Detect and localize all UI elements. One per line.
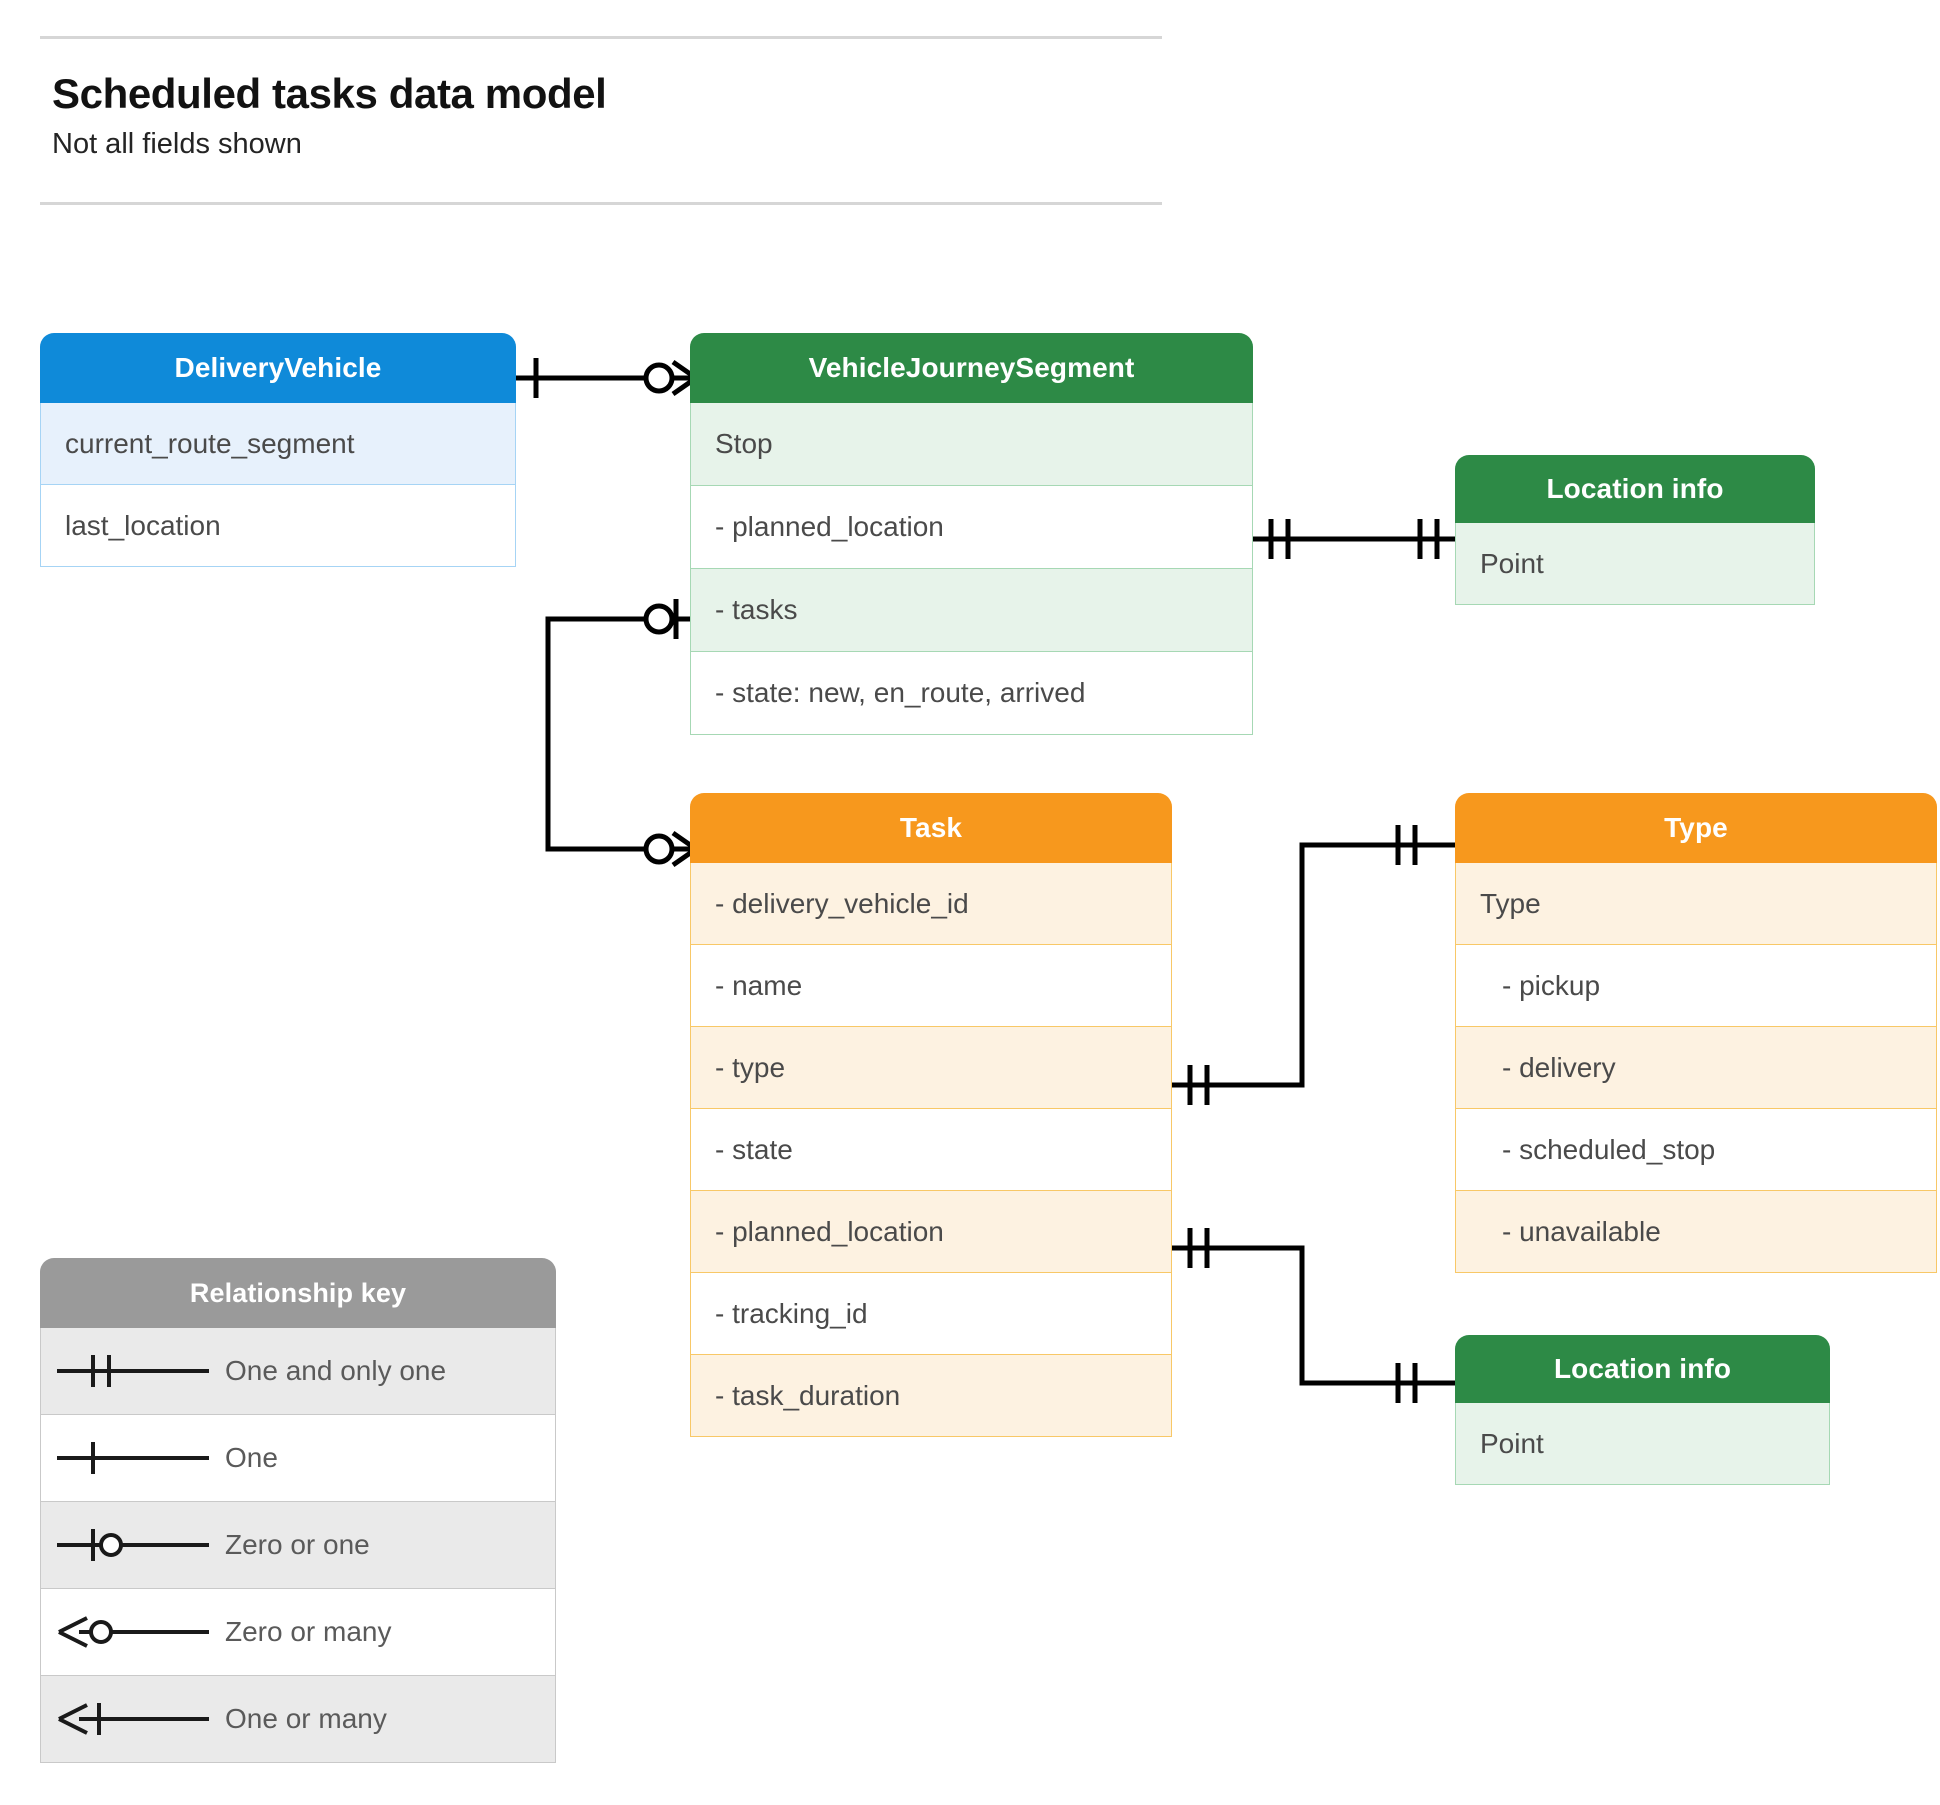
legend-item-one-and-only-one: One and only one [40,1328,556,1415]
entity-location-info-top[interactable]: Location info Point [1455,455,1815,605]
field-state[interactable]: - state: new, en_route, arrived [690,652,1253,735]
field-stop[interactable]: Stop [690,403,1253,486]
entity-task[interactable]: Task - delivery_vehicle_id - name - type… [690,793,1172,1437]
ticks-one-only-one-vjs-side [1268,519,1291,559]
entity-vehicle-journey-segment[interactable]: VehicleJourneySegment Stop - planned_loc… [690,333,1253,735]
field-type-pickup[interactable]: - pickup [1455,945,1937,1027]
entity-title-task: Task [690,793,1172,863]
field-type-value[interactable]: Type [1455,863,1937,945]
ticks-one-only-one-type [1395,825,1418,865]
legend-label-one-or-many: One or many [225,1703,387,1734]
field-delivery-vehicle-id[interactable]: - delivery_vehicle_id [690,863,1172,945]
one-or-many-icon [41,1697,225,1741]
wire-tasktype-type [1172,842,1455,1088]
ticks-one-only-one-tasktype [1187,1065,1210,1105]
field-type-scheduled-stop[interactable]: - scheduled_stop [1455,1109,1937,1191]
wire-tasks-task [545,616,690,852]
legend-title: Relationship key [40,1258,556,1328]
entity-title-location-info-top: Location info [1455,455,1815,523]
relationship-key-legend: Relationship key One and only one [40,1258,556,1763]
circle-zero-tasks [643,603,675,635]
page-title: Scheduled tasks data model [52,70,607,117]
legend-item-one: One [40,1415,556,1502]
field-planned-location-task[interactable]: - planned_location [690,1191,1172,1273]
legend-label-zero-or-one: Zero or one [225,1529,370,1560]
header-rule-top [40,36,1162,39]
entity-delivery-vehicle[interactable]: DeliveryVehicle current_route_segment la… [40,333,516,567]
header-rule-bottom [40,202,1162,205]
field-point-top[interactable]: Point [1455,523,1815,605]
entity-title-location-info-bottom: Location info [1455,1335,1830,1403]
ticks-one-only-one-locinfo-side [1417,519,1440,559]
zero-or-one-icon [41,1523,225,1567]
legend-label-one-and-only-one: One and only one [225,1355,447,1386]
field-current-route-segment[interactable]: current_route_segment [40,403,516,485]
circle-zero-vjs [643,362,675,394]
entity-title-type: Type [1455,793,1937,863]
entity-type[interactable]: Type Type - pickup - delivery - schedule… [1455,793,1937,1273]
legend-item-zero-or-one: Zero or one [40,1502,556,1589]
field-planned-location[interactable]: - planned_location [690,486,1253,569]
field-type-delivery[interactable]: - delivery [1455,1027,1937,1109]
ticks-one-only-one-locinfo2 [1395,1363,1418,1403]
one-icon [41,1436,225,1480]
zero-or-many-icon [41,1610,225,1654]
field-task-duration[interactable]: - task_duration [690,1355,1172,1437]
ticks-one-only-one-taskloc [1187,1228,1210,1268]
entity-location-info-bottom[interactable]: Location info Point [1455,1335,1830,1485]
legend-item-zero-or-many: Zero or many [40,1589,556,1676]
field-tracking-id[interactable]: - tracking_id [690,1273,1172,1355]
field-type-unavailable[interactable]: - unavailable [1455,1191,1937,1273]
circle-zero-task [643,833,675,865]
field-tasks[interactable]: - tasks [690,569,1253,652]
field-point-bottom[interactable]: Point [1455,1403,1830,1485]
legend-label-one: One [225,1442,278,1473]
one-and-only-one-icon [41,1349,225,1393]
field-last-location[interactable]: last_location [40,485,516,567]
entity-title-vehicle-journey-segment: VehicleJourneySegment [690,333,1253,403]
field-type[interactable]: - type [690,1027,1172,1109]
field-name[interactable]: - name [690,945,1172,1027]
field-state-task[interactable]: - state [690,1109,1172,1191]
page-subtitle: Not all fields shown [52,128,302,160]
entity-title-delivery-vehicle: DeliveryVehicle [40,333,516,403]
legend-item-one-or-many: One or many [40,1676,556,1763]
legend-label-zero-or-many: Zero or many [225,1616,392,1647]
wire-taskplannedloc-locinfo [1172,1245,1455,1386]
